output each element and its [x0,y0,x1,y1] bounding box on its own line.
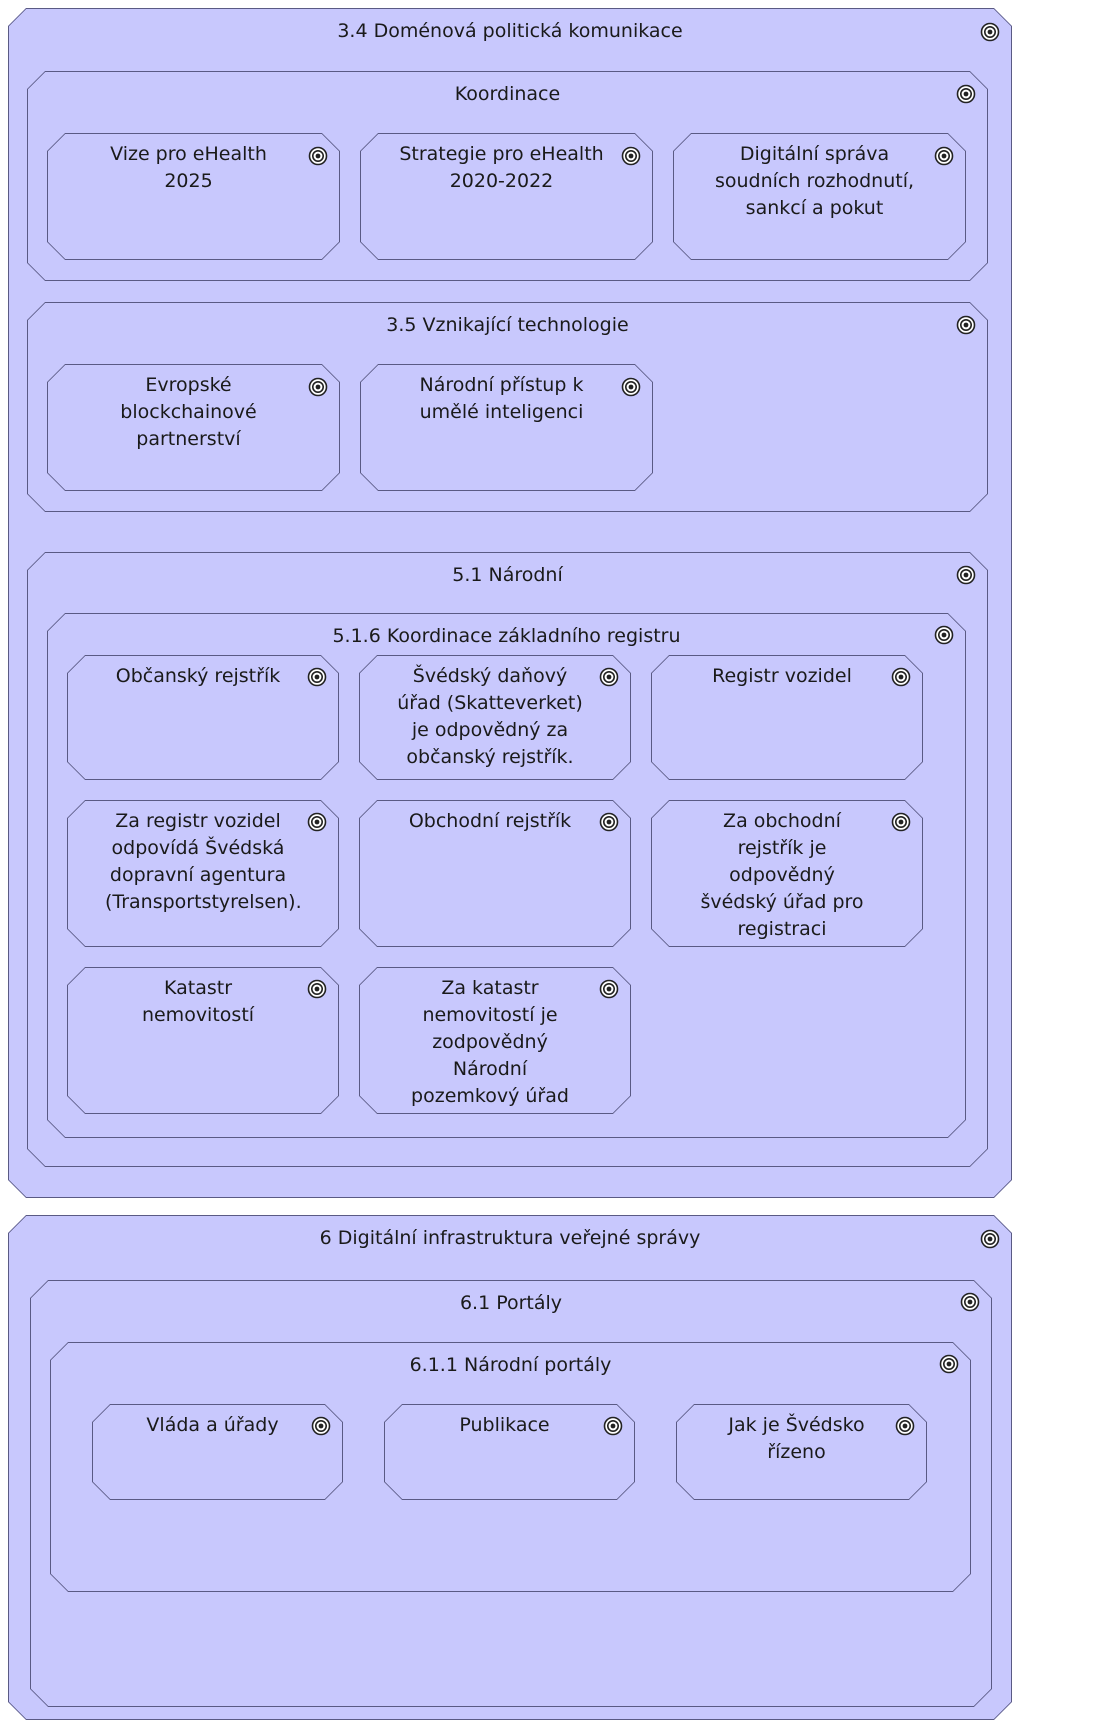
element-box[interactable]: Strategie pro eHealth 2020-2022 [360,133,653,260]
element-box[interactable]: Občanský rejstřík [67,655,339,780]
target-icon[interactable] [891,812,911,832]
target-icon[interactable] [956,84,976,104]
element-label: Švédský daňový úřad (Skatteverket) je od… [397,665,583,768]
element-box[interactable]: Jak je Švédsko řízeno [676,1404,927,1500]
group-6-1: 6.1 Portály 6.1.1 Národní portály Vláda … [30,1280,992,1707]
target-icon[interactable] [934,625,954,645]
target-icon[interactable] [603,1416,623,1436]
element-label: Digitální správa soudních rozhodnutí, sa… [714,143,915,219]
target-icon[interactable] [934,146,954,166]
element-label: Evropské blockchainové partnerství [120,374,257,450]
target-icon[interactable] [308,146,328,166]
group-5-1: 5.1 Národní 5.1.6 Koordinace základního … [27,552,988,1167]
target-icon[interactable] [307,667,327,687]
element-label: Národní přístup k umělé inteligenci [419,374,584,423]
element-label: Za registr vozidel odpovídá Švédská dopr… [105,810,302,913]
group-5-1-6: 5.1.6 Koordinace základního registru Obč… [47,613,966,1138]
target-icon[interactable] [621,146,641,166]
element-box[interactable]: Vláda a úřady [92,1404,343,1500]
group-title: Koordinace [454,83,561,105]
target-icon[interactable] [307,979,327,999]
element-label: Za katastr nemovitostí je zodpovědný Nár… [411,977,569,1134]
target-icon[interactable] [939,1354,959,1374]
target-icon[interactable] [621,377,641,397]
group-title: 3.5 Vznikající technologie [386,314,629,336]
target-icon[interactable] [960,1292,980,1312]
group-3-5: 3.5 Vznikající technologie Evropské bloc… [27,302,988,512]
element-label: Za obchodní rejstřík je odpovědný švédsk… [700,810,864,994]
element-box[interactable]: Obchodní rejstřík [359,800,631,947]
element-box[interactable]: Švédský daňový úřad (Skatteverket) je od… [359,655,631,780]
element-box[interactable]: Vize pro eHealth 2025 [47,133,340,260]
group-6: 6 Digitální infrastruktura veřejné správ… [8,1215,1012,1720]
target-icon[interactable] [895,1416,915,1436]
element-label: Strategie pro eHealth 2020-2022 [399,143,604,192]
group-title: 6 Digitální infrastruktura veřejné správ… [319,1227,701,1249]
target-icon[interactable] [956,315,976,335]
element-label: Registr vozidel [712,665,852,687]
element-label: Obchodní rejstřík [408,810,572,832]
target-icon[interactable] [599,812,619,832]
target-icon[interactable] [956,565,976,585]
group-6-1-1: 6.1.1 Národní portály Vláda a úřady Publ… [50,1342,971,1592]
element-box[interactable]: Evropské blockchainové partnerství [47,364,340,491]
target-icon[interactable] [308,377,328,397]
group-koordinace: Koordinace Vize pro eHealth 2025 Strateg… [27,71,988,281]
group-title: 5.1.6 Koordinace základního registru [332,625,681,647]
target-icon[interactable] [599,979,619,999]
group-title: 3.4 Doménová politická komunikace [337,20,683,42]
element-box[interactable]: Publikace [384,1404,635,1500]
element-label: Jak je Švédsko řízeno [728,1414,865,1463]
target-icon[interactable] [891,667,911,687]
element-box[interactable]: Národní přístup k umělé inteligenci [360,364,653,491]
group-3-4: 3.4 Doménová politická komunikace Koordi… [8,8,1012,1198]
group-title: 5.1 Národní [452,564,563,586]
group-title: 6.1 Portály [459,1292,563,1314]
element-label: Vláda a úřady [146,1414,279,1436]
element-box[interactable]: Registr vozidel [651,655,923,780]
element-label: Vize pro eHealth 2025 [110,143,267,192]
element-box[interactable]: Za obchodní rejstřík je odpovědný švédsk… [651,800,923,947]
target-icon[interactable] [980,22,1000,42]
element-box[interactable]: Digitální správa soudních rozhodnutí, sa… [673,133,966,260]
group-title: 6.1.1 Národní portály [409,1354,612,1376]
target-icon[interactable] [980,1229,1000,1249]
element-label: Publikace [459,1414,550,1436]
element-box[interactable]: Za katastr nemovitostí je zodpovědný Nár… [359,967,631,1114]
target-icon[interactable] [311,1416,331,1436]
target-icon[interactable] [307,812,327,832]
target-icon[interactable] [599,667,619,687]
element-label: Občanský rejstřík [115,665,281,687]
element-box[interactable]: Katastr nemovitostí [67,967,339,1114]
element-box[interactable]: Za registr vozidel odpovídá Švédská dopr… [67,800,339,947]
element-label: Katastr nemovitostí [141,977,255,1026]
